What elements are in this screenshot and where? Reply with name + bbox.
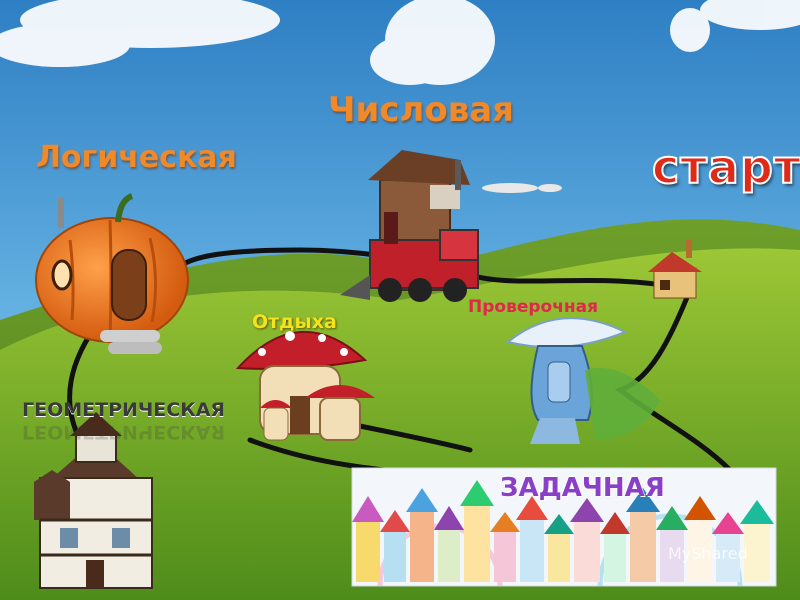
label-chislovaya[interactable]: Числовая xyxy=(328,90,515,130)
clouds xyxy=(0,0,800,85)
label-geometricheskaya[interactable]: ГЕОМЕТРИЧЕСКАЯ xyxy=(22,399,226,421)
start-house[interactable] xyxy=(648,240,702,299)
label-zadachnaya[interactable]: ЗАДАЧНАЯ xyxy=(500,473,665,503)
locomotive xyxy=(340,183,562,302)
watermark: MyShared xyxy=(668,544,748,563)
label-logicheskaya[interactable]: Логическая xyxy=(36,140,237,175)
label-start[interactable]: старт xyxy=(651,139,800,195)
label-geometricheskaya-reflection: ГЕОМЕТРИЧЕСКАЯ xyxy=(22,421,226,443)
blue-mushroom-house[interactable] xyxy=(505,317,660,444)
town-panel[interactable] xyxy=(351,467,777,587)
pumpkin-house[interactable] xyxy=(35,193,189,354)
mushroom-house[interactable] xyxy=(235,330,375,441)
tudor-house[interactable] xyxy=(34,412,153,589)
label-proverochnaya[interactable]: Проверочная xyxy=(468,297,599,317)
label-otdykha[interactable]: Отдыха xyxy=(252,311,337,333)
